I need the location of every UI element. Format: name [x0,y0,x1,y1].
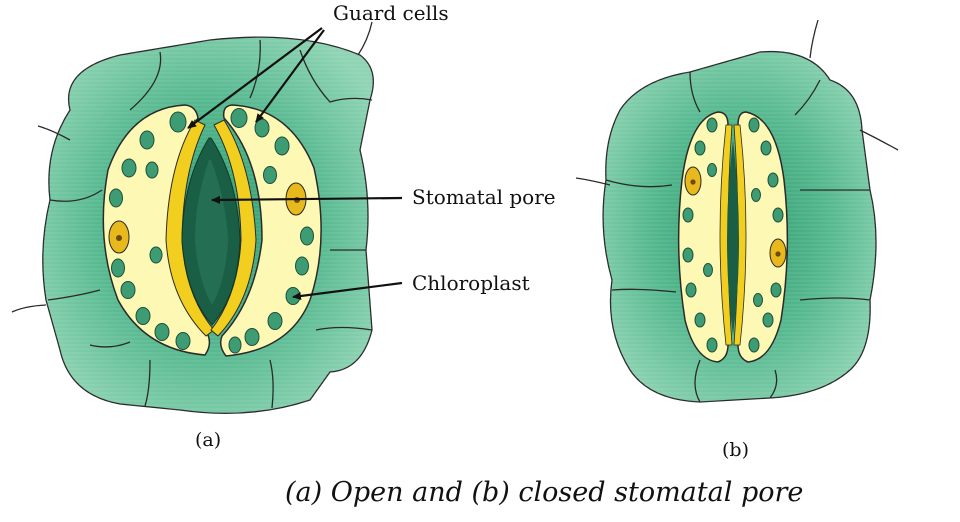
chloroplast-arrow [292,281,403,300]
panel-label-b: (b) [722,439,749,461]
leader-lines [187,27,403,300]
chloroplast-label: Chloroplast [412,271,530,295]
guard-cells-arrow-right [255,29,325,123]
inner-wall-left-a [165,119,215,337]
chloroplasts-left-a [109,111,191,350]
guard-cells-label: Guard cells [333,1,449,25]
figure-caption: (a) Open and (b) closed stomatal pore [285,477,803,508]
chloroplasts-right-a [228,108,314,354]
open-stoma-figure [11,21,374,414]
closed-stoma-figure [575,19,899,403]
stomatal-pore-b [727,140,739,335]
guard-cells-arrow-left [187,27,323,129]
stomatal-pore-label: Stomatal pore [412,185,556,209]
stomatal-pore-arrow [211,195,403,204]
panel-label-a: (a) [195,429,221,451]
chloroplasts-right-b [748,117,784,353]
inner-wall-right-a [210,119,257,337]
